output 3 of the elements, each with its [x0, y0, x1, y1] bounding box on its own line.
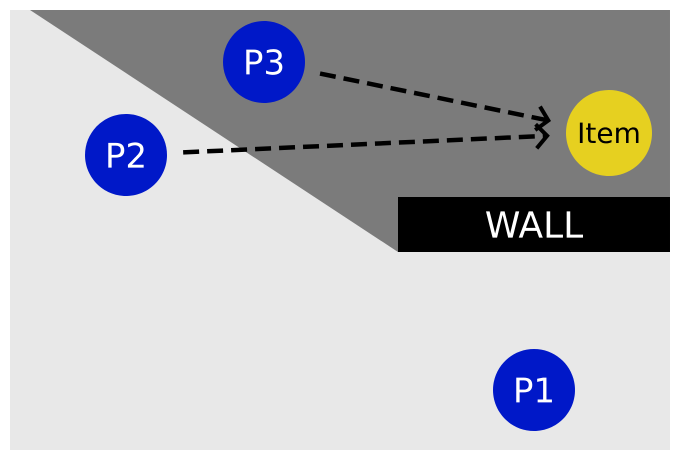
arrow: [320, 71, 552, 132]
wall-block: WALL: [398, 197, 670, 252]
arrow: [183, 122, 550, 155]
